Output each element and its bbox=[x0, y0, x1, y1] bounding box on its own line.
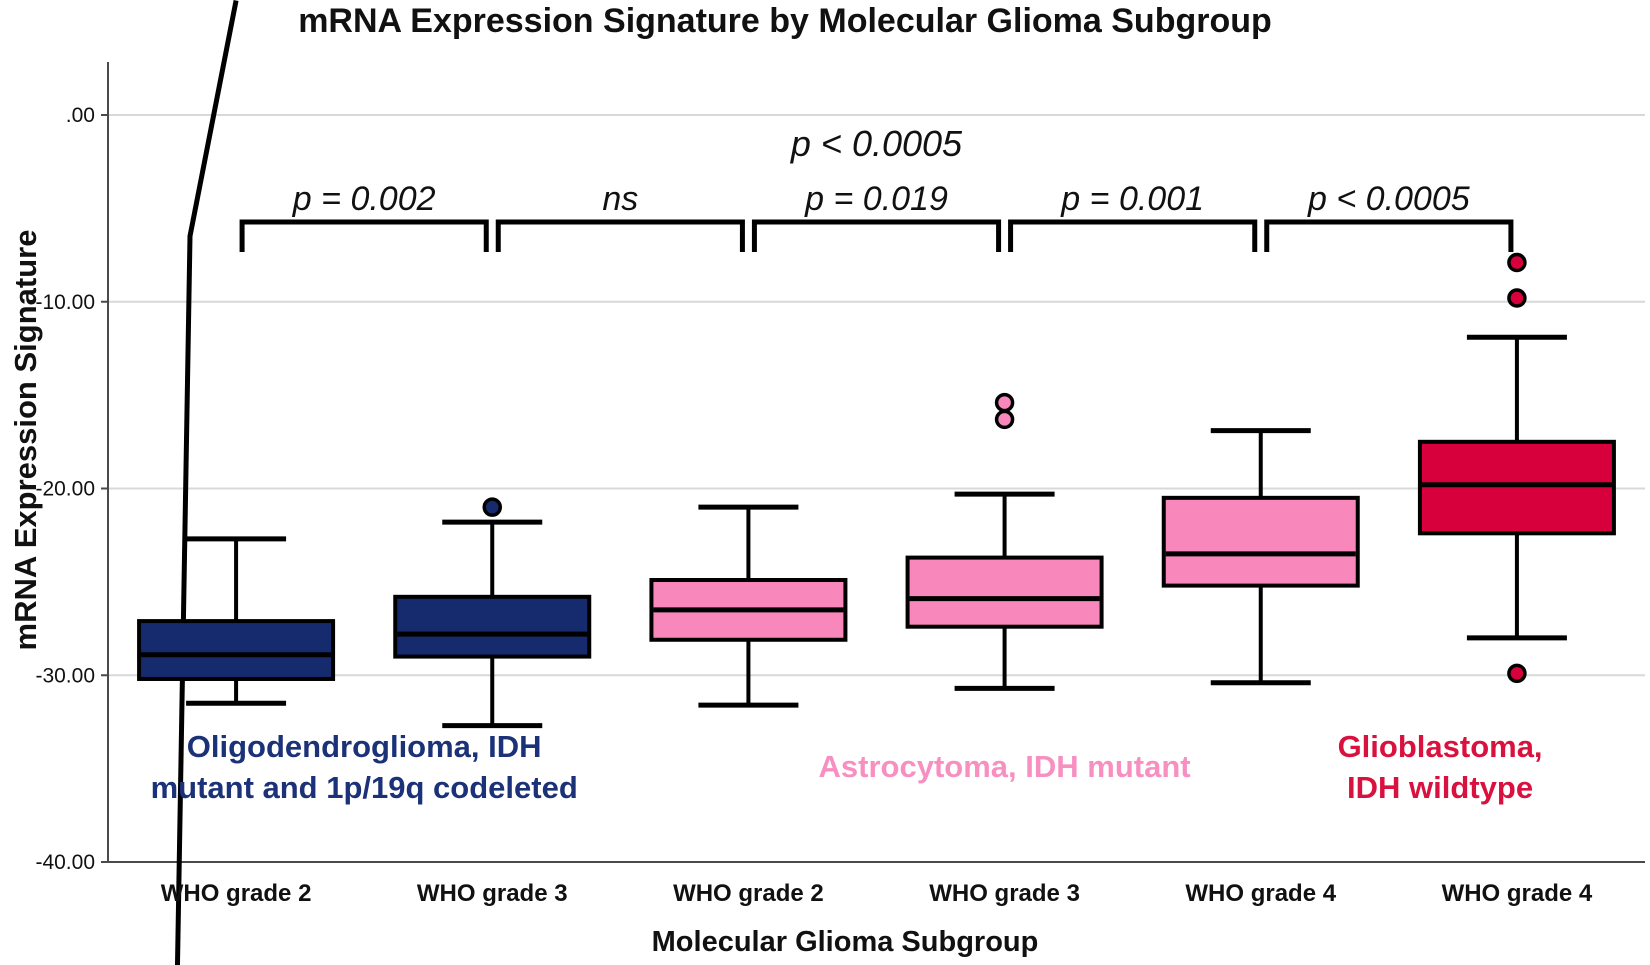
significance-bracket bbox=[1008, 219, 1258, 252]
y-tick-label: .00 bbox=[66, 104, 95, 127]
group-label: mutant and 1p/19q codeleted bbox=[151, 770, 578, 805]
box-rect bbox=[905, 555, 1104, 629]
box-rect bbox=[137, 619, 336, 681]
category-label: WHO grade 2 bbox=[161, 880, 312, 907]
category-label: WHO grade 4 bbox=[1442, 880, 1593, 907]
chart-title: mRNA Expression Signature by Molecular G… bbox=[298, 2, 1272, 40]
significance-label: p = 0.002 bbox=[292, 180, 436, 218]
box-rect bbox=[393, 594, 592, 659]
group-label: Glioblastoma, bbox=[1338, 729, 1543, 764]
significance-label: p < 0.0005 bbox=[1307, 180, 1470, 218]
box-rect bbox=[1161, 495, 1360, 588]
outlier-point bbox=[994, 392, 1015, 413]
category-label: WHO grade 4 bbox=[1185, 880, 1336, 907]
significance-label: p = 0.019 bbox=[804, 180, 948, 218]
box-rect bbox=[1417, 439, 1616, 536]
significance-bracket bbox=[495, 219, 745, 252]
y-tick-label: -20.00 bbox=[35, 478, 95, 501]
significance-label-overall: p < 0.0005 bbox=[790, 123, 963, 164]
outlier-point bbox=[482, 497, 502, 517]
outlier-point bbox=[994, 409, 1015, 430]
outlier-point bbox=[1507, 288, 1527, 308]
significance-bracket bbox=[1264, 219, 1514, 252]
significance-bracket-overall bbox=[174, 0, 239, 965]
y-tick-label: -30.00 bbox=[35, 664, 95, 687]
outlier-point bbox=[1507, 252, 1527, 273]
category-label: WHO grade 3 bbox=[417, 880, 568, 907]
significance-bracket bbox=[239, 219, 489, 252]
group-label: IDH wildtype bbox=[1347, 770, 1533, 805]
category-label: WHO grade 3 bbox=[929, 880, 1080, 907]
y-axis-title: mRNA Expression Signature bbox=[8, 229, 43, 651]
group-label: Astrocytoma, IDH mutant bbox=[819, 749, 1191, 784]
significance-label: ns bbox=[602, 180, 638, 218]
y-tick-label: -40.00 bbox=[35, 851, 95, 874]
y-tick-label: -10.00 bbox=[35, 291, 95, 314]
significance-label: p = 0.001 bbox=[1060, 180, 1204, 218]
outlier-point bbox=[1507, 663, 1527, 684]
category-label: WHO grade 2 bbox=[673, 880, 824, 907]
significance-bracket bbox=[751, 219, 1002, 252]
group-label: Oligodendroglioma, IDH bbox=[187, 729, 542, 764]
x-axis-title: Molecular Glioma Subgroup bbox=[651, 926, 1039, 958]
